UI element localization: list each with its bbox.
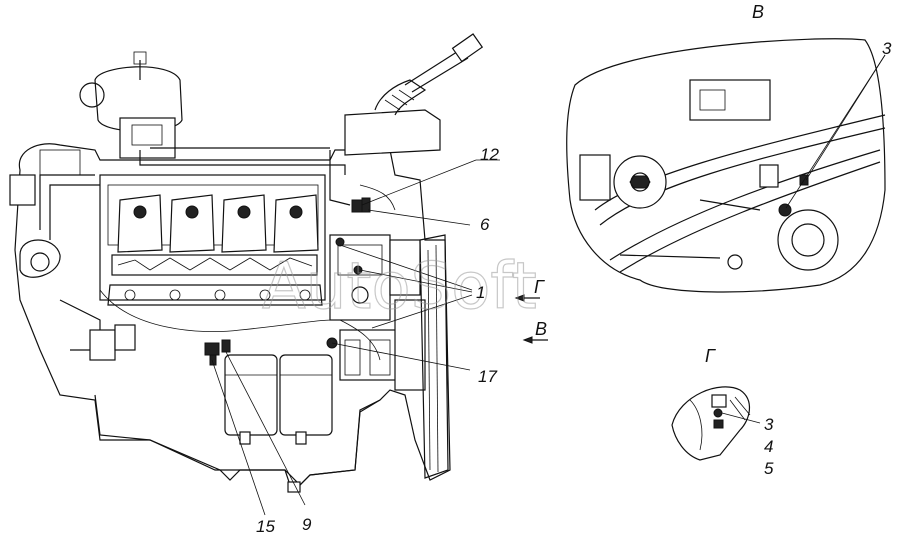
oil-filters (224, 354, 333, 493)
turbocharger (19, 239, 61, 278)
leader-lines-main (211, 159, 500, 516)
engine-side-view (9, 33, 484, 493)
callout-9: 9 (302, 515, 312, 534)
watermark: AutoSoft (262, 250, 537, 324)
view-g-label: Г (705, 346, 716, 366)
gear-lever (344, 33, 484, 156)
view-b-label: В (752, 2, 764, 22)
view-arrows (514, 294, 548, 344)
callout-5-view-g: 5 (764, 459, 774, 478)
detail-view-b (566, 38, 886, 293)
fuel-pump (329, 234, 391, 321)
arrow-b-label: В (535, 319, 547, 339)
callout-15: 15 (256, 517, 275, 536)
callout-1: 1 (476, 283, 485, 302)
callout-3-view-g: 3 (764, 415, 774, 434)
callout-17: 17 (478, 367, 497, 386)
callout-6: 6 (480, 215, 490, 234)
detail-view-g (671, 386, 761, 461)
cylinder-heads (111, 194, 319, 276)
callout-4-view-g: 4 (764, 437, 773, 456)
arrow-g-label: Г (534, 277, 545, 297)
callout-12: 12 (480, 145, 499, 164)
callout-3-view-b: 3 (882, 39, 892, 58)
fan-pulley (419, 234, 449, 479)
reservoir-tank (94, 66, 183, 132)
